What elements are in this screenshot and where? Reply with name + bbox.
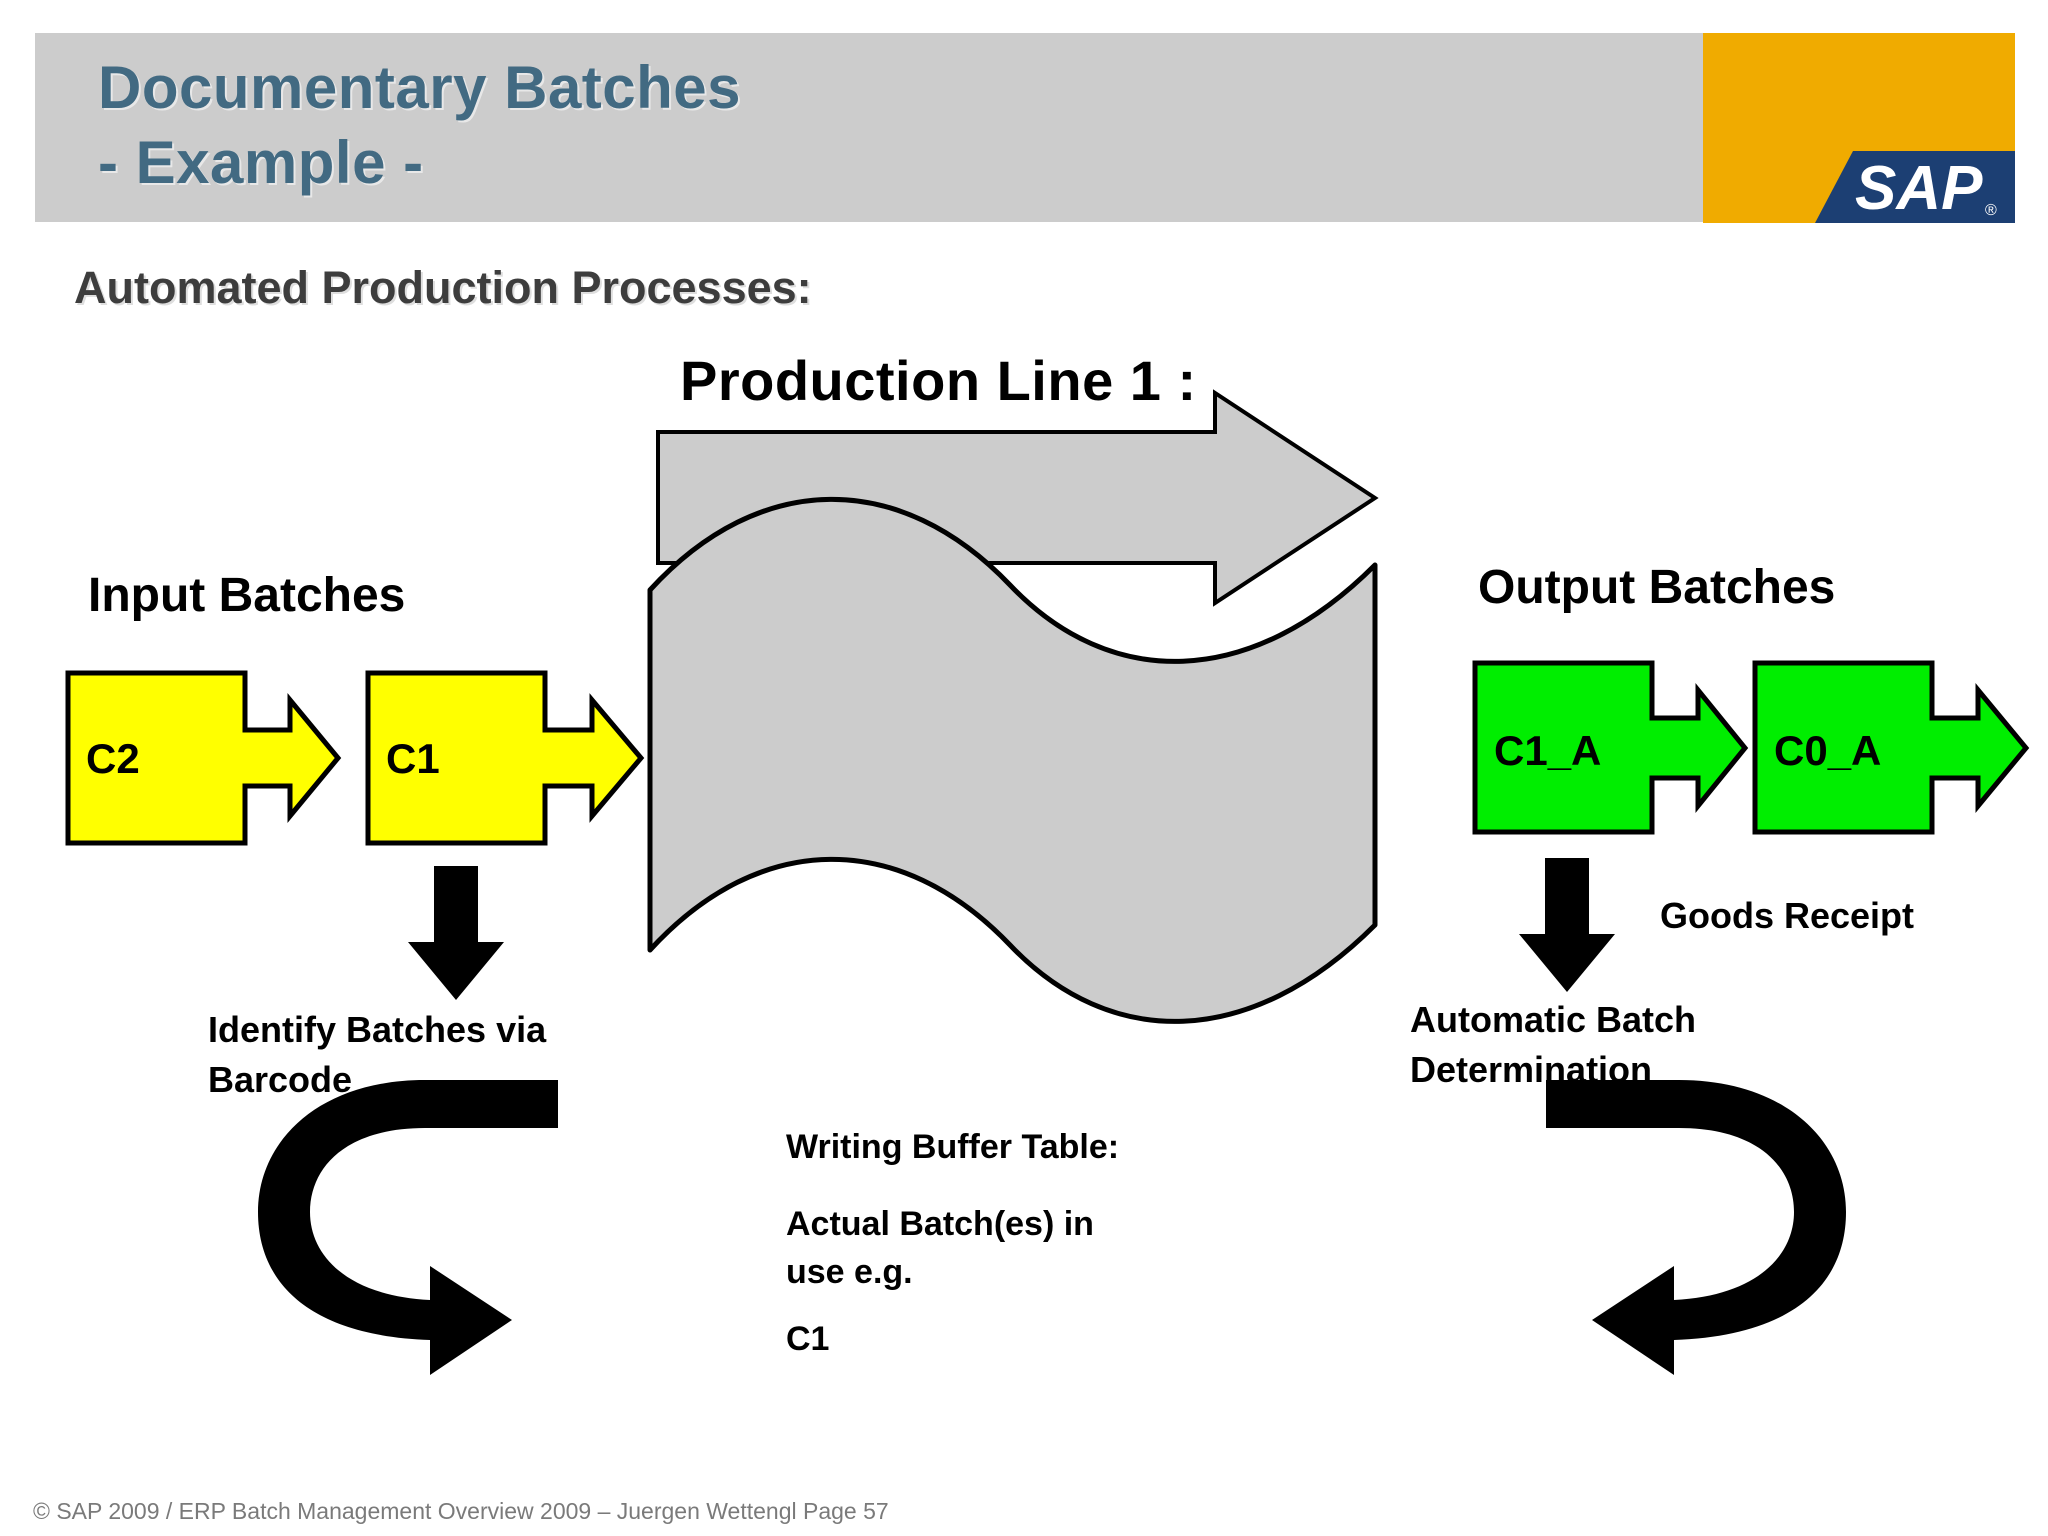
automatic-batch-determination-note: Automatic Batch Determination	[1410, 999, 1697, 1090]
page-title: Documentary Batches - Example -	[98, 54, 742, 196]
buffer-table-line2: Actual Batch(es) in use e.g.	[786, 1205, 1094, 1291]
input-batch-label-c1: C1	[386, 735, 440, 782]
sap-logo: SAP ®	[1703, 33, 2015, 223]
input-batch-shape-c1[interactable]	[365, 670, 645, 846]
output-batch-label-c0a: C0_A	[1774, 727, 1882, 774]
sap-logo-trademark: ®	[1985, 202, 1997, 219]
buffer-table-title: Writing Buffer Table:	[786, 1128, 1120, 1166]
down-arrow-right-icon	[1519, 858, 1615, 992]
sap-logo-mark: SAP ®	[1815, 151, 2015, 223]
input-batches-label: Input Batches	[88, 569, 406, 622]
loop-arrow-left-icon	[258, 1080, 558, 1375]
buffer-table-line3: C1	[786, 1320, 830, 1358]
header-bar	[35, 33, 1703, 222]
loop-arrow-right-icon	[1546, 1080, 1846, 1375]
output-batch-label-c1a: C1_A	[1494, 727, 1602, 774]
down-arrow-left-icon	[408, 866, 504, 1000]
input-batch-label-c2: C2	[86, 735, 140, 782]
input-batch-shape-c2[interactable]	[65, 670, 342, 846]
identify-batches-note: Identify Batches via Barcode	[208, 1009, 547, 1100]
section-subtitle: Automated Production Processes:	[74, 262, 812, 313]
production-line-title: Production Line 1 :	[680, 349, 1197, 412]
process-wave-shape	[647, 496, 1378, 1024]
slide-footer: © SAP 2009 / ERP Batch Management Overvi…	[33, 1498, 889, 1524]
goods-receipt-label: Goods Receipt	[1660, 895, 1915, 936]
output-batch-shape-c0a[interactable]	[1752, 660, 2030, 835]
sap-logo-text: SAP	[1855, 154, 1983, 223]
output-batches-label: Output Batches	[1478, 561, 1836, 614]
output-batch-shape-c1a[interactable]	[1472, 660, 1749, 835]
